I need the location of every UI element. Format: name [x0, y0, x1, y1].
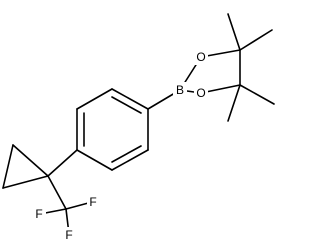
- atom-label-oxygen-lower: O: [196, 86, 205, 100]
- bond-cp-1: [2, 175, 49, 189]
- dioxaborolane-ring: [179, 49, 241, 94]
- bond-ring-4: [76, 149, 113, 171]
- atom-label-boron: B: [176, 83, 184, 97]
- molecule-structure: B O O F F F: [2, 13, 275, 243]
- atom-label-fluorine-left: F: [35, 207, 42, 221]
- atom-label-fluorine-bottom: F: [65, 228, 72, 242]
- bond-methyl-4: [227, 84, 241, 122]
- bond-ring-5: [111, 149, 149, 171]
- atom-fluorine-right: F: [87, 194, 100, 210]
- atom-fluorine-bottom: F: [63, 227, 76, 243]
- double-bond-inner-1: [111, 96, 142, 114]
- atom-label-fluorine-right: F: [89, 195, 96, 209]
- methyl-groups: [227, 13, 275, 122]
- bond-ring-2: [76, 88, 113, 110]
- bond-aryl-cyclopropyl: [47, 149, 78, 177]
- atom-oxygen-lower: O: [194, 85, 208, 101]
- trifluoromethyl-group: [39, 175, 93, 235]
- bond-methyl-2: [239, 29, 273, 51]
- bond-cp-3: [12, 144, 49, 177]
- benzene-ring: [76, 88, 149, 171]
- cyclopropane-ring: [2, 144, 78, 189]
- atom-oxygen-upper: O: [194, 49, 208, 65]
- atom-fluorine-left: F: [33, 206, 46, 222]
- bond-methyl-1: [227, 13, 241, 51]
- bond-methyl-3: [239, 84, 275, 105]
- atom-label-oxygen-upper: O: [196, 50, 205, 64]
- bond-ring-1: [111, 88, 149, 110]
- bond-c-cf3: [47, 175, 67, 210]
- bond-cp-2: [2, 144, 14, 189]
- double-bond-inner-3: [111, 145, 142, 163]
- atom-boron: B: [173, 82, 187, 98]
